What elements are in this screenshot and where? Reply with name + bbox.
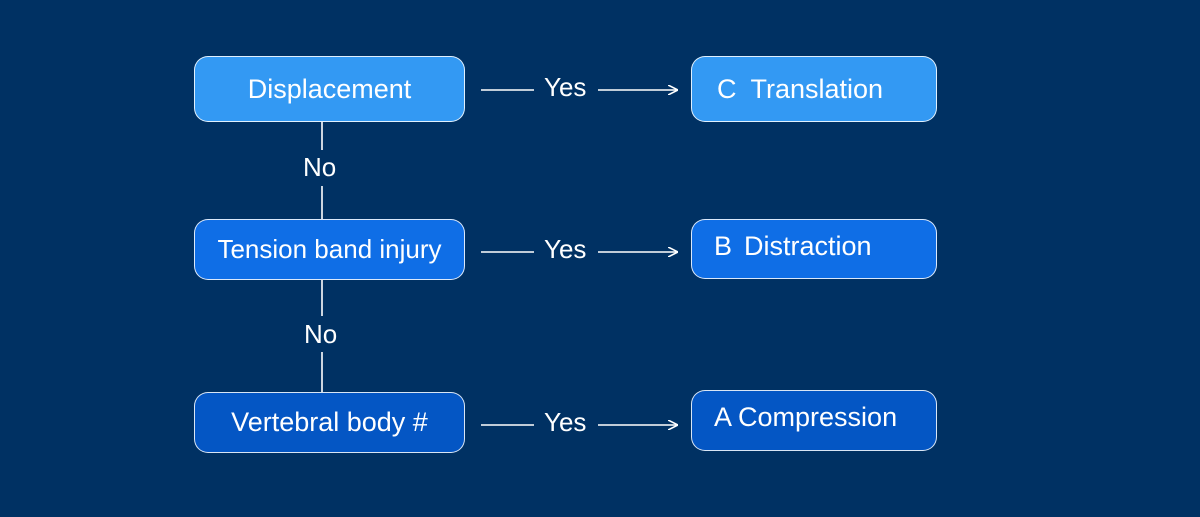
node-distraction-text: Distraction [744, 230, 872, 261]
node-distraction-code: B [714, 230, 733, 261]
node-tension-band-injury: Tension band injury [194, 219, 465, 280]
node-a-compression: A Compression [691, 390, 937, 451]
node-displacement: Displacement [194, 56, 465, 122]
node-tension-band-injury-label: Tension band injury [217, 234, 442, 264]
edge-label-yes-tension: Yes [544, 234, 587, 264]
node-compression-label: A Compression [714, 402, 898, 432]
node-c-translation: C Translation [691, 56, 937, 122]
edge-label-no-displacement: No [303, 152, 337, 182]
node-b-distraction: B Distraction [691, 219, 937, 279]
node-displacement-label: Displacement [247, 73, 412, 104]
node-translation-code: C [717, 73, 737, 104]
node-vertebral-body-label: Vertebral body # [231, 407, 428, 437]
edge-label-yes-vertebral: Yes [544, 407, 587, 437]
edge-label-no-tension: No [304, 319, 338, 349]
node-vertebral-body: Vertebral body # [194, 392, 465, 453]
edge-label-yes-displacement: Yes [544, 72, 587, 102]
node-translation-text: Translation [750, 73, 884, 104]
